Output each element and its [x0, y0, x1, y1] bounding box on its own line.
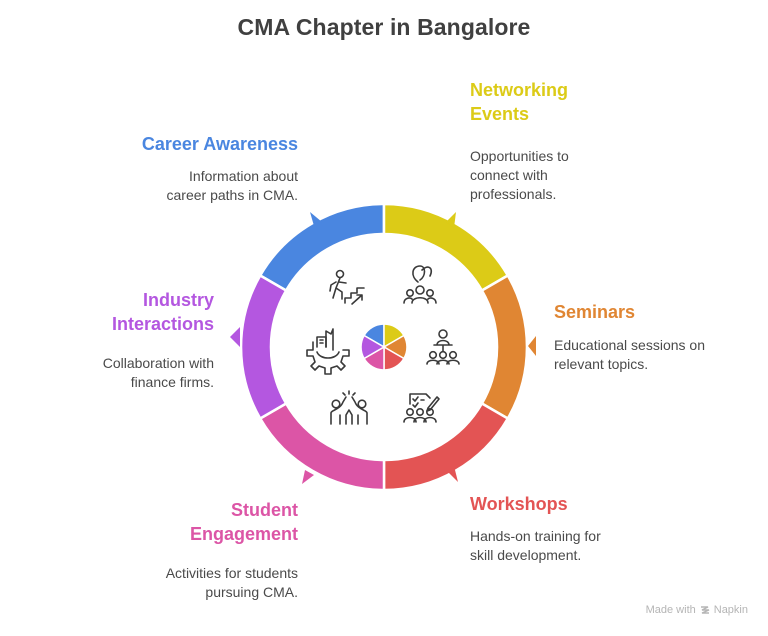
desc-networking-events: Opportunities to connect with profession… [470, 147, 670, 204]
center-pie-icon [360, 323, 408, 371]
arrow-notch-industry [230, 327, 240, 347]
label-networking-line2: Events [470, 104, 530, 124]
label-workshops: Workshops [470, 492, 670, 516]
desc-seminars: Educational sessions on relevant topics. [554, 336, 754, 374]
footer-made-with: Made with [645, 604, 696, 616]
arrow-notch-workshops [446, 466, 458, 482]
desc-career-line2: career paths in CMA. [166, 187, 299, 203]
networking-group-icon [403, 265, 437, 304]
desc-networking-line3: professionals. [470, 186, 557, 202]
label-networking-line1: Networking [470, 80, 569, 100]
desc-seminars-line1: Educational sessions on [554, 337, 705, 353]
label-workshops-text: Workshops [470, 494, 568, 514]
desc-industry-line2: finance firms. [130, 374, 214, 390]
arrow-notch-student [302, 470, 314, 484]
arrow-notch-seminars [528, 336, 536, 356]
desc-student-line1: Activities for students [165, 565, 298, 581]
desc-industry-line1: Collaboration with [102, 355, 214, 371]
label-student-line1: Student [231, 500, 298, 520]
label-seminars-text: Seminars [554, 302, 636, 322]
label-seminars: Seminars [554, 300, 754, 324]
napkin-logo-icon [700, 605, 710, 614]
label-student-line2: Engagement [189, 524, 298, 544]
industry-gear-icon [306, 328, 350, 375]
arrow-notch-career [310, 212, 322, 226]
desc-seminars-line2: relevant topics. [554, 356, 649, 372]
diagram-title: CMA Chapter in Bangalore [237, 14, 531, 40]
desc-career-line1: Information about [189, 168, 298, 184]
label-career-awareness: Career Awareness [100, 132, 298, 156]
segment-career-awareness [258, 202, 386, 293]
label-industry-line1: Industry [142, 290, 214, 310]
segment-student-engagement [258, 401, 386, 492]
desc-career-awareness: Information about career paths in CMA. [100, 167, 299, 205]
label-industry-interactions: Industry Interactions [14, 288, 214, 336]
desc-student-engagement: Activities for students pursuing CMA. [98, 564, 298, 602]
label-student-engagement: Student Engagement [98, 498, 298, 546]
label-career-awareness-text: Career Awareness [141, 134, 298, 154]
label-networking-events: Networking Events [470, 78, 670, 126]
label-industry-line2: Interactions [111, 314, 214, 334]
made-with-napkin-footer[interactable]: Made with Napkin [646, 604, 748, 616]
desc-industry-interactions: Collaboration with finance firms. [14, 354, 214, 392]
arrow-notch-networking [446, 212, 456, 228]
high-five-icon [330, 390, 368, 425]
segment-networking-events [382, 202, 510, 293]
presenter-audience-icon [426, 329, 460, 365]
desc-networking-line1: Opportunities to [470, 148, 569, 164]
segment-workshops [382, 401, 510, 492]
desc-workshops-line2: skill development. [470, 547, 582, 563]
segment-seminars [480, 273, 529, 421]
segment-industry-interactions [239, 273, 288, 421]
checklist-group-icon [403, 393, 440, 423]
desc-workshops-line1: Hands-on training for [470, 528, 601, 544]
desc-workshops: Hands-on training for skill development. [470, 527, 670, 565]
desc-student-line2: pursuing CMA. [205, 584, 298, 600]
desc-networking-line2: connect with [470, 167, 548, 183]
footer-brand: Napkin [713, 604, 748, 616]
career-climb-icon [329, 269, 365, 305]
